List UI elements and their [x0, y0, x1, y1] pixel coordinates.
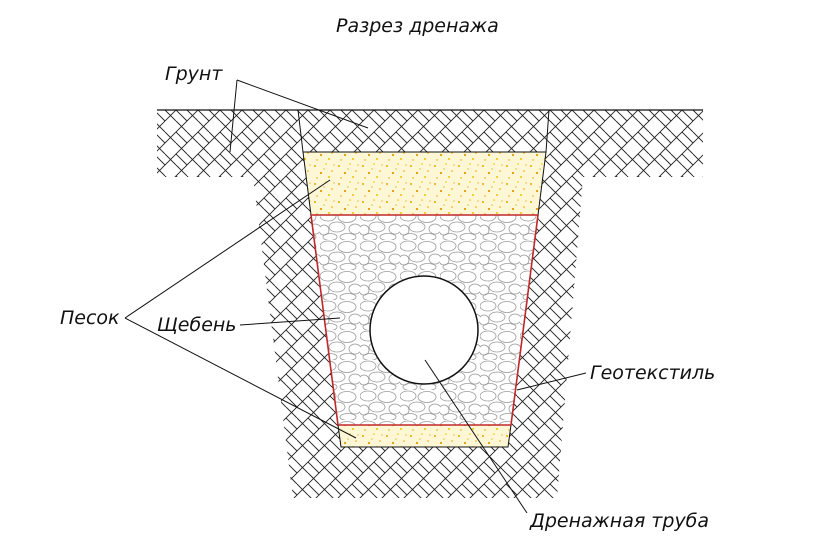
label-geotextile: Геотекстиль [590, 362, 715, 384]
label-sand: Песок [60, 307, 120, 329]
label-gravel: Щебень [157, 314, 237, 336]
sand-layer-top [302, 151, 547, 216]
leader-lines [124, 79, 587, 514]
label-soil: Грунт [165, 63, 223, 85]
sand-layer-bottom [337, 424, 512, 448]
drain-pipe [369, 275, 479, 385]
geotextile-line [310, 214, 539, 426]
label-pipe: Дренажная труба [529, 510, 709, 532]
trench-edge-lines [297, 109, 550, 153]
diagram-title: Разрез дренажа [336, 15, 499, 37]
